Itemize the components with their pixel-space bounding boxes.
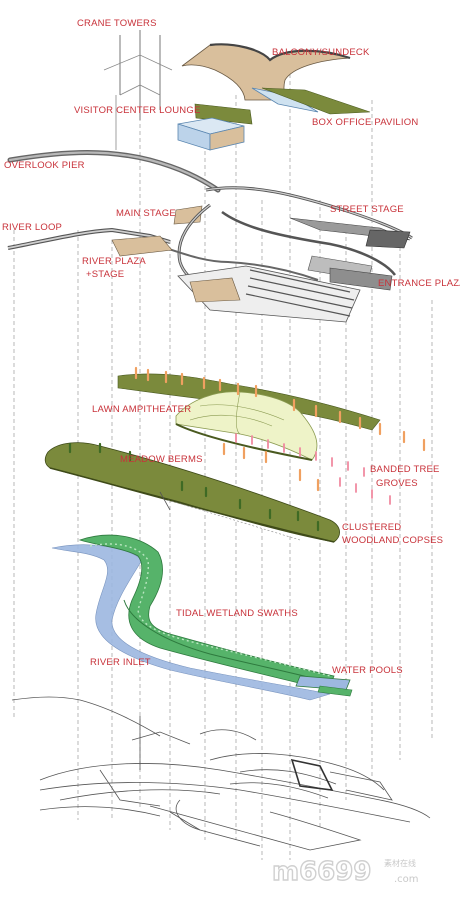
label-meadow-berms: MEADOW BERMS (120, 454, 203, 465)
label-clustered-line2: WOODLAND COPSES (342, 535, 443, 546)
street-stage (289, 217, 411, 249)
lawn-ampitheater (117, 373, 381, 461)
label-river-plaza-line2: +STAGE (86, 269, 124, 280)
label-river-loop: RIVER LOOP (2, 222, 62, 233)
watermark-tagline: 素材在线 (384, 858, 416, 868)
box-office-pavilion (251, 87, 371, 115)
river-inlet (51, 544, 331, 701)
crane-towers (103, 30, 173, 150)
label-river-plaza-line1: RIVER PLAZA (82, 256, 146, 267)
river-plaza-stage (111, 235, 173, 257)
balcony-edge (209, 43, 351, 62)
label-balcony-sundeck: BALCONY/SUNDECK (272, 47, 370, 58)
label-overlook-pier: OVERLOOK PIER (4, 160, 85, 171)
label-box-office-pavilion: BOX OFFICE PAVILION (312, 117, 418, 128)
tidal-wetland-swaths (78, 534, 335, 691)
base-linework-plan (11, 696, 431, 851)
overlook-pier (7, 150, 221, 193)
label-tidal-wetland-swaths: TIDAL WETLAND SWATHS (176, 608, 298, 619)
watermark-suffix: .com (394, 874, 419, 885)
label-banded-tree-line1: BANDED TREE (370, 464, 440, 475)
entrance-plaza (177, 255, 393, 323)
visitor-center-lounge (177, 103, 253, 151)
watermark: m6699 素材在线 .com (271, 856, 419, 887)
water-pools (295, 675, 353, 697)
river-loop (7, 227, 171, 250)
labels: CRANE TOWERS BALCONY/SUNDECK VISITOR CEN… (2, 18, 460, 676)
label-main-stage: MAIN STAGE (116, 208, 176, 219)
label-river-inlet: RIVER INLET (90, 657, 151, 668)
label-entrance-plaza: ENTRANCE PLAZA (378, 278, 460, 289)
banded-tree-groves (134, 366, 426, 505)
label-water-pools: WATER POOLS (332, 665, 403, 676)
label-lawn-ampitheater: LAWN AMPITHEATER (92, 404, 191, 415)
label-visitor-center-lounge: VISITOR CENTER LOUNGE (74, 105, 201, 116)
watermark-main: m6699 (272, 857, 371, 887)
label-banded-tree-line2: GROVES (376, 478, 418, 489)
label-street-stage: STREET STAGE (330, 204, 404, 215)
label-clustered-line1: CLUSTERED (342, 522, 401, 533)
label-crane-towers: CRANE TOWERS (77, 18, 157, 29)
meadow-berms (44, 442, 340, 543)
